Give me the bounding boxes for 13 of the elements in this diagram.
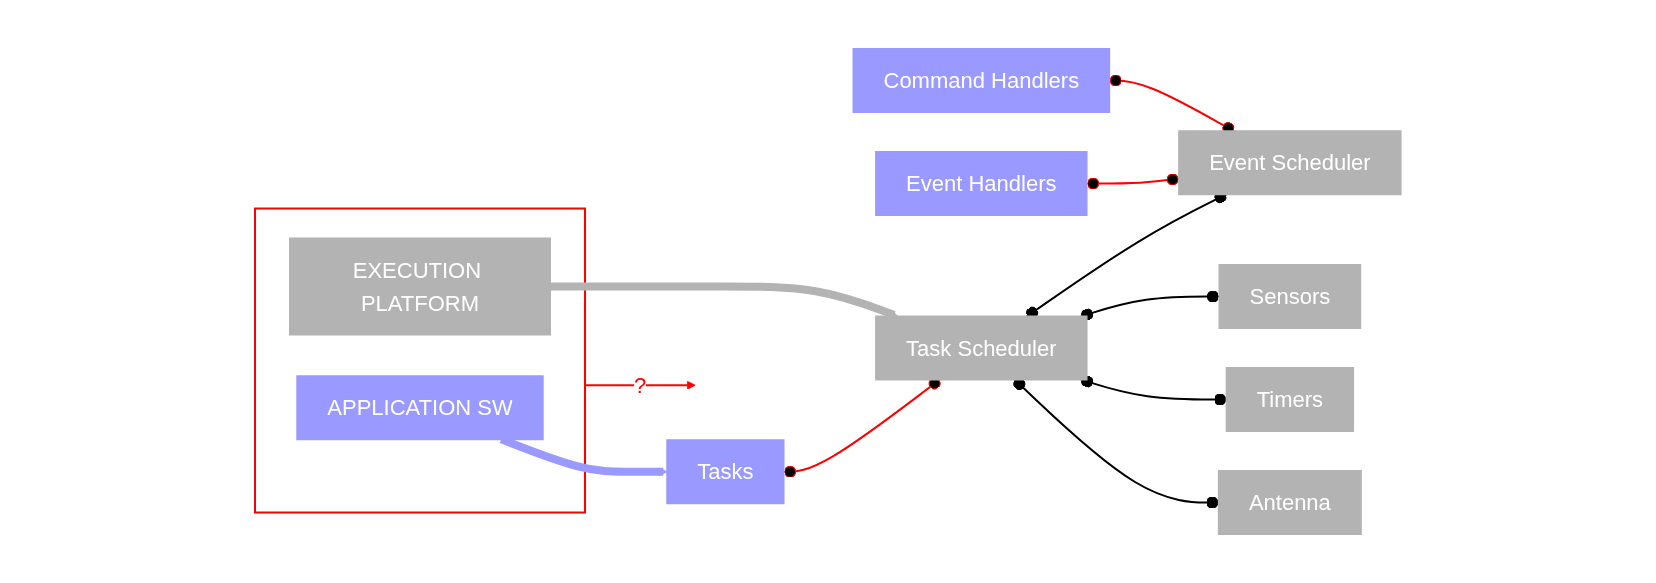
node-box: Tasks — [666, 439, 785, 505]
node-box: Timers — [1225, 367, 1355, 432]
node-box: APPLICATION SW — [296, 375, 544, 441]
node-box: Sensors — [1218, 264, 1362, 329]
node-box: Event Handlers — [875, 151, 1088, 216]
node-box: Antenna — [1218, 470, 1363, 535]
cluster — [254, 207, 587, 514]
node-box: EXECUTION PLATFORM — [289, 237, 552, 336]
arrow — [584, 380, 696, 390]
node-box: Event Scheduler — [1178, 130, 1402, 196]
node-box: Task Scheduler — [875, 315, 1088, 381]
node-box: Command Handlers — [852, 48, 1111, 113]
edge-label: ? — [634, 372, 647, 398]
